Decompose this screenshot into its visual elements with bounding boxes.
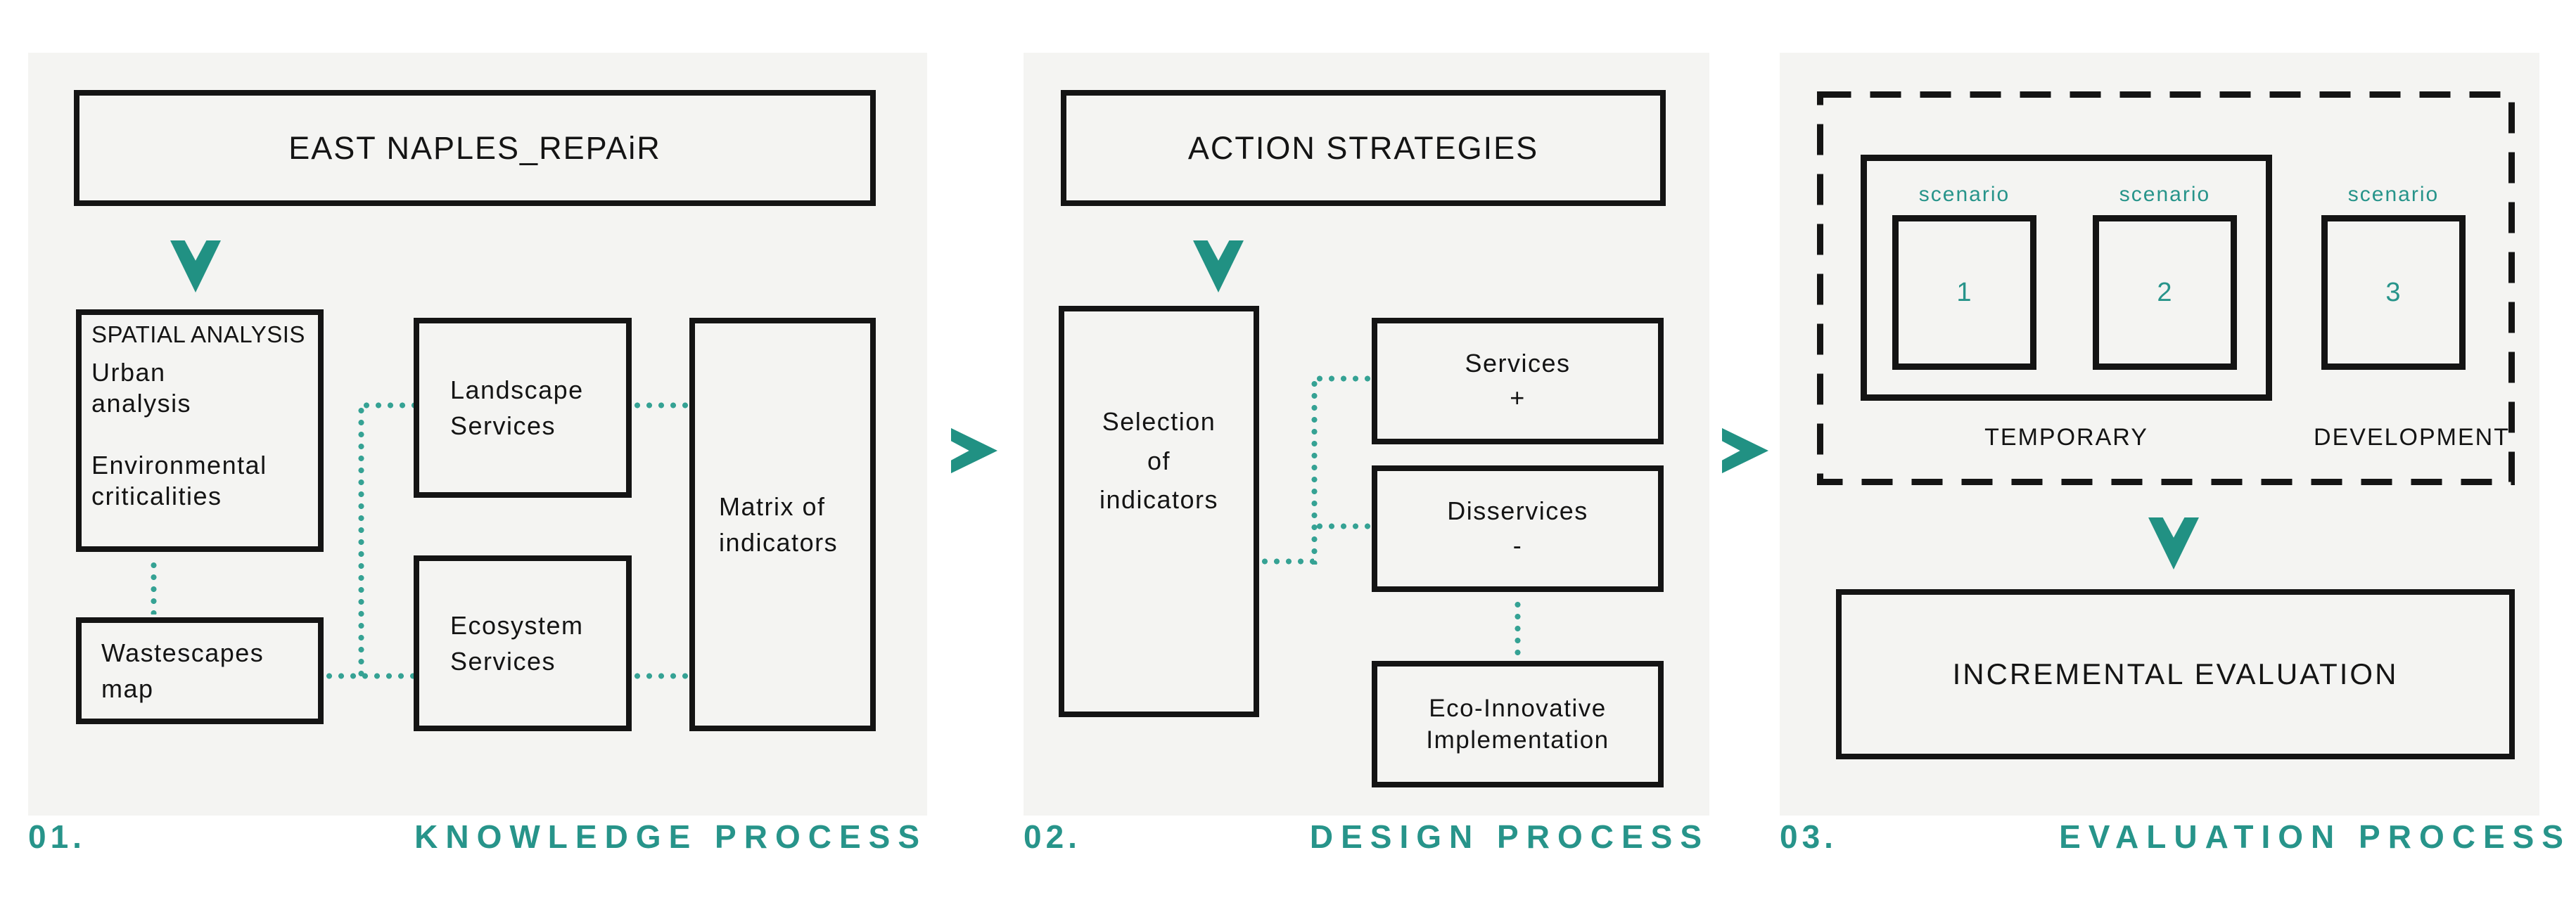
selection-of-indicators-box: Selection of indicators (1059, 306, 1259, 717)
ecosystem-services-label: Ecosystem Services (450, 610, 584, 676)
temporary-label: TEMPORARY (1984, 424, 2148, 451)
arrow-right-icon (1722, 425, 1768, 477)
incremental-evaluation-box: INCREMENTAL EVALUATION (1836, 589, 2515, 759)
selection-of-indicators-label: Selection of indicators (1099, 406, 1219, 515)
action-strategies-box: ACTION STRATEGIES (1061, 90, 1666, 206)
temporary-group-frame (1861, 155, 2272, 401)
wastescapes-map-label: Wastescapes map (101, 638, 264, 703)
dotted-connector-to-services (1314, 375, 1372, 382)
knowledge-process-title: KNOWLEDGE PROCESS (414, 818, 927, 855)
dotted-connector-wastescapes-ecosystem (324, 673, 414, 679)
incremental-evaluation-label: INCREMENTAL EVALUATION (1952, 657, 2399, 690)
ecosystem-services-box: Ecosystem Services (414, 555, 632, 731)
step-number-03: 03. (1780, 818, 1837, 855)
design-process-titlebar: 02. DESIGN PROCESS (1024, 818, 1709, 860)
spatial-analysis-box: SPATIAL ANALYSIS Urban analysis Environm… (76, 309, 324, 552)
dotted-connector-landscape-matrix (632, 402, 689, 408)
east-naples-repair-box: EAST NAPLES_REPAiR (74, 90, 876, 206)
arrow-down-icon (169, 240, 222, 292)
action-strategies-label: ACTION STRATEGIES (1187, 129, 1539, 166)
landscape-services-box: Landscape Services (414, 318, 632, 498)
step-number-02: 02. (1024, 818, 1081, 855)
arrow-down-icon (1192, 240, 1245, 292)
evaluation-process-titlebar: 03. EVALUATION PROCESS (1780, 818, 2571, 860)
evaluation-process-title: EVALUATION PROCESS (2059, 818, 2571, 855)
services-box: Services + (1372, 318, 1664, 444)
services-label: Services + (1465, 349, 1571, 412)
scenario-1-number: 1 (1956, 277, 1972, 307)
step-number-01: 01. (28, 818, 86, 855)
disservices-label: Disservices - (1447, 496, 1588, 560)
scenarios-dashed-frame (1817, 91, 2515, 485)
spatial-analysis-header: SPATIAL ANALYSIS (91, 321, 305, 347)
spatial-analysis-body: Urban analysis Environmental criticaliti… (91, 358, 267, 510)
development-label: DEVELOPMENT (2314, 424, 2510, 451)
knowledge-process-titlebar: 01. KNOWLEDGE PROCESS (28, 818, 927, 860)
scenario-1-caption: scenario (1918, 183, 2010, 206)
scenario-2-caption: scenario (2119, 183, 2211, 206)
eco-innovative-implementation-label: Eco-Innovative Implementation (1426, 694, 1609, 754)
dotted-connector-to-landscape (361, 402, 414, 408)
scenario-2-number: 2 (2157, 277, 2173, 307)
east-naples-repair-label: EAST NAPLES_REPAiR (288, 129, 661, 166)
scenario-1-box: 1 (1892, 215, 2036, 370)
scenario-2-box: 2 (2093, 215, 2237, 370)
arrow-down-icon (2147, 517, 2200, 569)
design-process-title: DESIGN PROCESS (1309, 818, 1709, 855)
eco-innovative-implementation-box: Eco-Innovative Implementation (1372, 661, 1664, 787)
scenario-3-box: 3 (2321, 215, 2466, 370)
disservices-box: Disservices - (1372, 465, 1664, 592)
dotted-connector-to-disservices (1314, 523, 1372, 529)
arrow-right-icon (951, 425, 997, 477)
scenario-3-caption: scenario (2347, 183, 2440, 206)
dotted-connector-from-selection (1259, 558, 1314, 565)
landscape-services-label: Landscape Services (450, 375, 584, 440)
matrix-of-indicators-label: Matrix of indicators (719, 491, 839, 557)
dotted-connector-spatial-wastescapes (151, 560, 157, 614)
wastescapes-map-box: Wastescapes map (76, 617, 324, 724)
dotted-connector-branch-trunk (1311, 378, 1318, 565)
matrix-of-indicators-box: Matrix of indicators (689, 318, 876, 731)
dotted-connector-vertical-trunk (358, 405, 364, 679)
dotted-connector-ecosystem-matrix (632, 673, 689, 679)
dotted-connector-disservices-eco (1515, 599, 1521, 657)
scenario-3-number: 3 (2385, 277, 2402, 307)
